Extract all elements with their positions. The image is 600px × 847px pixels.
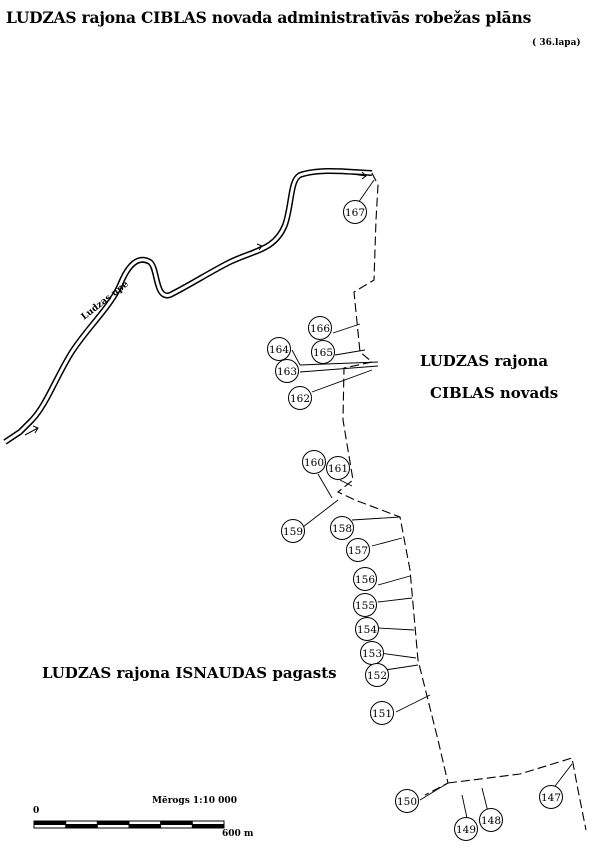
point-markers: 167 166 165 164 163 162 161 160 159 158 157 156 155 1… [267,200,563,841]
point-circle [479,808,503,832]
point-marker-147: 147 [539,785,563,809]
point-label: 149 [456,824,476,836]
point-marker-148: 148 [479,808,503,832]
scale-start-label: 0 [33,806,40,816]
scale-end-label: 600 m [222,829,254,839]
point-marker-156: 156 [353,567,377,591]
point-circle [353,567,377,591]
point-marker-158: 158 [330,516,354,540]
point-label: 159 [283,526,303,538]
point-circle [539,785,563,809]
point-circle [311,340,335,364]
region-ciblas-line1: LUDZAS rajona [420,352,549,370]
point-label: 160 [304,457,324,469]
point-marker-162: 162 [288,386,312,410]
point-label: 151 [372,708,392,720]
point-circle [308,316,332,340]
point-marker-151: 151 [370,701,394,725]
river-flow-arrows [24,171,367,436]
region-ciblas-line2: CIBLAS novads [430,384,559,402]
point-marker-154: 154 [355,617,379,641]
point-label: 148 [481,815,501,827]
point-marker-163: 163 [275,359,299,383]
region-isnaudas: LUDZAS rajona ISNAUDAS pagasts [42,664,337,682]
map-title: LUDZAS rajona CIBLAS novada administratī… [6,8,532,27]
river-ludzas [3,167,373,445]
point-marker-160: 160 [302,450,326,474]
point-circle [353,593,377,617]
point-marker-159: 159 [281,519,305,543]
point-circle [395,789,419,813]
point-circle [275,359,299,383]
point-label: 161 [328,463,348,475]
point-circle [355,617,379,641]
point-marker-167: 167 [343,200,367,224]
sheet-number: ( 36.lapa) [532,38,581,48]
point-marker-152: 152 [365,663,389,687]
point-label: 156 [355,574,375,586]
point-circle [346,538,370,562]
point-marker-164: 164 [267,337,291,361]
point-circle [267,337,291,361]
point-label: 154 [357,624,377,636]
point-circle [288,386,312,410]
point-label: 152 [367,670,387,682]
point-circle [370,701,394,725]
point-label: 164 [269,344,289,356]
point-label: 150 [397,796,417,808]
point-label: 158 [332,523,352,535]
point-label: 166 [310,323,330,335]
point-marker-165: 165 [311,340,335,364]
point-label: 155 [355,600,375,612]
point-circle [365,663,389,687]
scale-title: Mērogs 1:10 000 [152,796,237,806]
point-marker-149: 149 [454,817,478,841]
scale-bar [33,820,225,829]
point-circle [454,817,478,841]
point-marker-153: 153 [360,641,384,665]
point-marker-166: 166 [308,316,332,340]
point-circle [302,450,326,474]
pointer-arrows [291,179,573,819]
point-label: 165 [313,347,333,359]
point-marker-157: 157 [346,538,370,562]
point-circle [326,456,350,480]
point-label: 157 [348,545,368,557]
river-label: Ludzas upe [80,279,131,322]
point-marker-161: 161 [326,456,350,480]
point-label: 162 [290,393,310,405]
administrative-boundary [336,172,587,831]
point-marker-155: 155 [353,593,377,617]
point-circle [281,519,305,543]
point-circle [343,200,367,224]
point-circle [330,516,354,540]
point-label: 163 [277,366,297,378]
point-label: 167 [345,207,365,219]
point-label: 147 [541,792,561,804]
point-marker-150: 150 [395,789,419,813]
point-label: 153 [362,648,382,660]
